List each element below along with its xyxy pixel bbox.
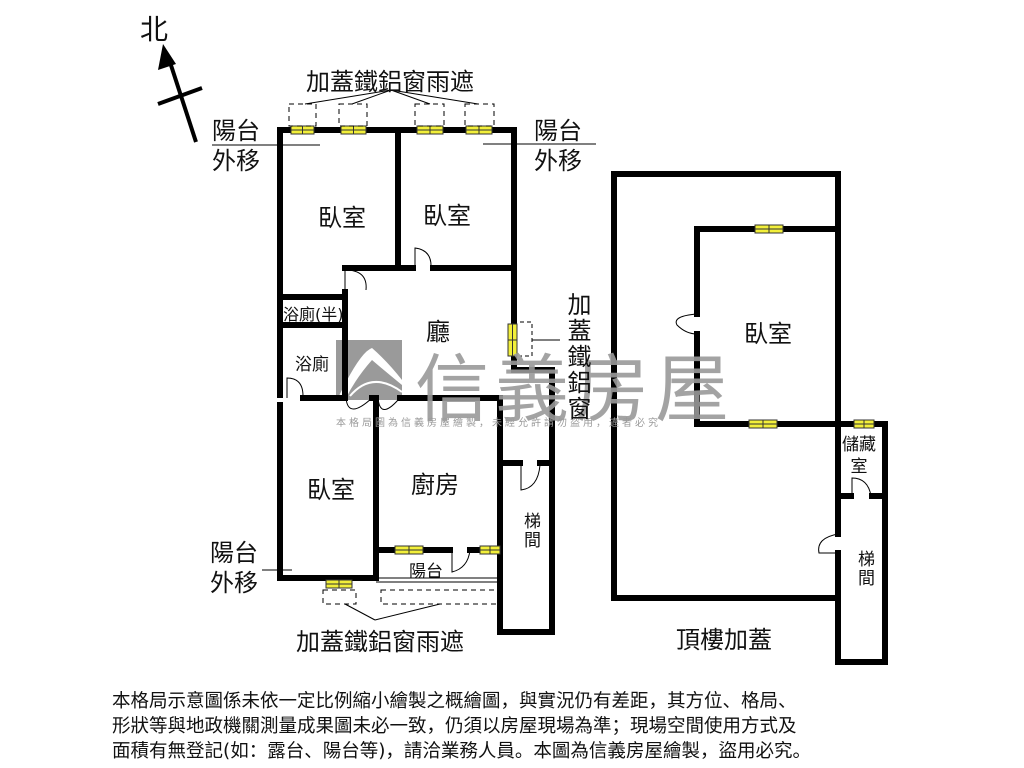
room-bedroom-sw: 臥室 (307, 476, 355, 504)
callout-balcony-moved-nw: 陽台 外移 (212, 117, 260, 175)
rooftop-door-swings (675, 313, 872, 554)
rooftop-stairwell: 梯間 (854, 550, 874, 588)
north-arrow-icon (157, 44, 203, 143)
watermark-brand: 信義房屋 (415, 347, 735, 433)
disclaimer: 本格局示意圖係未依一定比例縮小繪製之概繪圖，與實況仍有差距，其方位、格局、 形狀… (112, 689, 912, 764)
main-unit-windows (290, 125, 518, 589)
rooftop-storage: 儲藏 室 (842, 435, 876, 477)
disclaimer-line: 形狀等與地政機關測量成果圖未必一致，仍須以房屋現場為準；現場空間使用方式及 (112, 716, 797, 737)
door-swings (286, 247, 541, 573)
rooftop-bedroom: 臥室 (744, 320, 792, 348)
rooftop-title: 頂樓加蓋 (676, 626, 772, 654)
room-kitchen: 廚房 (411, 471, 459, 499)
balcony-rail (376, 577, 500, 583)
room-stairwell: 梯間 (520, 512, 540, 550)
room-bathroom-half: 浴廁(半) (283, 305, 344, 324)
disclaimer-line: 本格局示意圖係未依一定比例縮小繪製之概繪圖，與實況仍有差距，其方位、格局、 (112, 691, 797, 712)
callout-top-awnings: 加蓋鐵鋁窗雨遮 (306, 68, 474, 96)
rooftop-walls (611, 171, 888, 665)
room-bedroom-nw: 臥室 (318, 204, 366, 232)
room-bedroom-ne: 臥室 (423, 202, 471, 230)
callout-bottom-awnings: 加蓋鐵鋁窗雨遮 (296, 628, 464, 656)
awning-callout-lines (212, 89, 596, 621)
rooftop-windows (748, 224, 875, 429)
callout-added-window: 加蓋鐵鋁窗 (563, 292, 591, 422)
room-living: 廳 (426, 318, 450, 346)
north-label: 北 (140, 13, 169, 46)
room-bathroom: 浴廁 (295, 355, 329, 375)
watermark-notice: 本格局圖為信義房屋繪製，未經允許請勿盜用，違者必究 (336, 418, 661, 429)
disclaimer-line: 面積有無登記(如：露台、陽台等)，請洽業務人員。本圖為信義房屋繪製，盜用必究。 (112, 741, 811, 762)
room-balcony: 陽台 (409, 562, 443, 582)
callout-balcony-moved-ne: 陽台 外移 (534, 117, 582, 175)
main-unit-walls (277, 127, 555, 635)
callout-balcony-moved-sw: 陽台 外移 (210, 539, 258, 597)
